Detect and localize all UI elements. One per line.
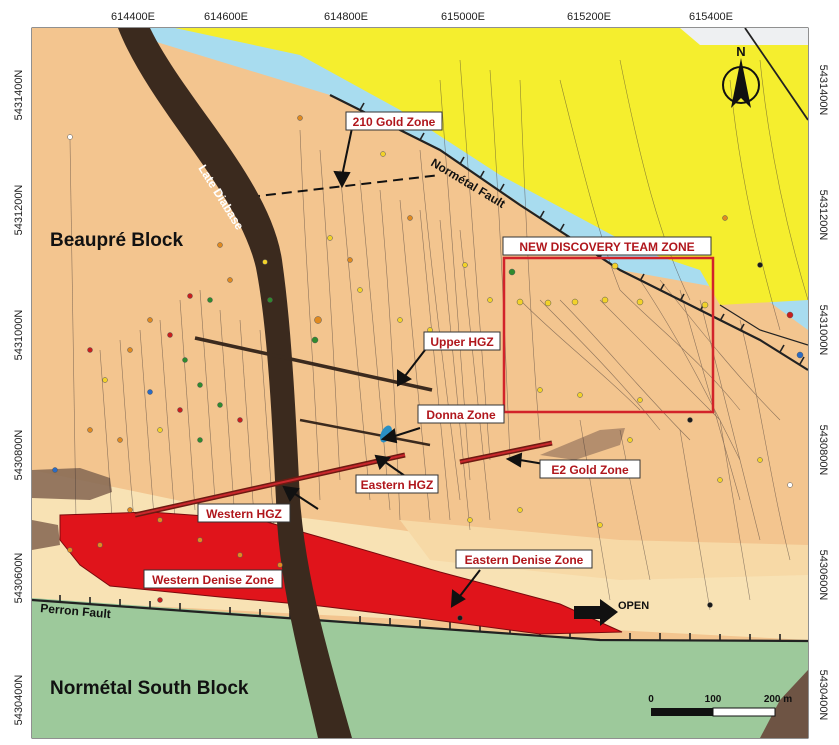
northing-tick-label: 5431200N (817, 190, 829, 241)
label-box-new-discovery (502, 236, 712, 256)
label-western-denise-zone: Western Denise Zone (152, 573, 274, 587)
e2-structure-inner (459, 442, 553, 463)
northing-tick-label: 5430600N (13, 553, 25, 604)
northing-tick-label: 5430400N (13, 675, 25, 726)
label-western-hgz: Western HGZ (206, 507, 282, 521)
easting-tick-label: 614400E (111, 11, 155, 23)
perron-fault-line (32, 598, 808, 643)
eastern-hgz-structure-inner (134, 454, 406, 516)
north-yellow-unit (175, 28, 808, 305)
north-fault-line (719, 304, 808, 346)
label-eastern-denise-zone: Eastern Denise Zone (465, 553, 584, 567)
svg-text:200 m: 200 m (764, 694, 792, 705)
label-box-donna (417, 404, 505, 424)
svg-text:N: N (736, 44, 745, 59)
northing-tick-label: 5431400N (817, 65, 829, 116)
northing-tick-label: 5431400N (13, 70, 25, 121)
e2-brown-patch (540, 428, 625, 460)
easting-tick-label: 615400E (689, 11, 733, 23)
label-upper-hgz: Upper HGZ (430, 335, 493, 349)
east-fault-line (744, 28, 808, 121)
label-box-eastern-denise (455, 549, 593, 569)
northing-tick-label: 5430400N (817, 670, 829, 721)
open-label: OPEN (618, 600, 649, 612)
northing-tick-label: 5431200N (13, 185, 25, 236)
northing-axis-left: 5431400N 5431200N 5431000N 5430800N 5430… (13, 70, 25, 726)
northing-tick-label: 5430600N (817, 550, 829, 601)
label-eastern-hgz: Eastern HGZ (361, 478, 434, 492)
label-box-western-denise (143, 569, 283, 589)
label-new-discovery: NEW DISCOVERY TEAM ZONE (519, 240, 694, 254)
northing-tick-label: 5430800N (13, 430, 25, 481)
west-brown-outcrop-lower (32, 520, 60, 550)
label-box-upper-hgz (423, 331, 501, 351)
leader-arrows (282, 127, 551, 608)
north-arrow-icon: N (722, 44, 760, 108)
open-arrow (574, 599, 618, 626)
northing-axis-right: 5431400N 5431200N 5431000N 5430800N 5430… (817, 65, 829, 721)
normetal-south-block-label: Normétal South Block (50, 678, 249, 699)
south-green-unit (32, 598, 808, 738)
easting-tick-label: 615200E (567, 11, 611, 23)
donna-structure (299, 418, 431, 447)
label-210-gold-zone: 210 Gold Zone (353, 115, 436, 129)
new-discovery-zone-box (502, 256, 715, 414)
easting-axis: 614400E 614600E 614800E 615000E 615200E … (111, 11, 733, 23)
drill-collars (52, 115, 804, 621)
label-box-eastern-hgz (355, 474, 439, 494)
scale-bar: 0 100 200 m (648, 694, 792, 717)
northing-tick-label: 5431000N (817, 305, 829, 356)
upper-hgz-structure (194, 336, 433, 392)
late-diabase-dyke (118, 28, 352, 738)
label-donna-zone: Donna Zone (426, 408, 496, 422)
label-box-western-hgz (197, 503, 291, 523)
svg-text:100: 100 (705, 694, 722, 705)
northing-tick-label: 5431000N (13, 310, 25, 361)
northing-tick-label: 5430800N (817, 425, 829, 476)
label-box-210 (345, 111, 443, 131)
se-brown-outcrop (760, 670, 808, 738)
north-white-block (680, 28, 808, 45)
easting-tick-label: 614600E (204, 11, 248, 23)
easting-tick-label: 614800E (324, 11, 368, 23)
label-e2-gold-zone: E2 Gold Zone (551, 463, 629, 477)
label-box-e2 (539, 459, 641, 479)
svg-text:0: 0 (648, 694, 654, 705)
easting-tick-label: 615000E (441, 11, 485, 23)
west-brown-outcrop (32, 468, 112, 500)
beaupre-block-label: Beaupré Block (50, 230, 183, 251)
perron-fault-label: Perron Fault (40, 601, 112, 621)
